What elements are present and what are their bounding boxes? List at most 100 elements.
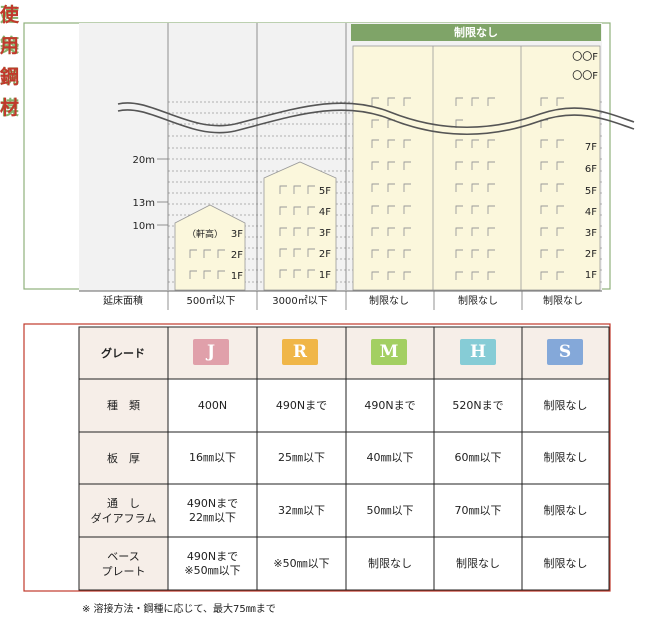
table-cell-line: 50㎜以下: [366, 503, 414, 517]
table-cell: 520Nまで: [434, 379, 522, 432]
top-floor-label: 〇〇F: [572, 51, 598, 63]
window-mark: [455, 205, 463, 214]
title-char: 築: [0, 35, 20, 57]
title-char: 規: [0, 66, 20, 88]
table-cell: 制限なし: [522, 432, 609, 484]
window-mark: [455, 249, 463, 258]
table-cell: 25㎜以下: [257, 432, 346, 484]
top-section-title: 建築規模: [0, 0, 19, 124]
bottom-section-title: 使用鋼材: [0, 0, 19, 124]
building-r-floor-label: 1F: [319, 270, 331, 281]
tall-floor-label: 3F: [585, 228, 597, 239]
tall-building-body: [352, 45, 601, 291]
window-mark: [487, 271, 495, 280]
window-mark: [217, 249, 225, 258]
window-mark: [403, 205, 411, 214]
window-mark: [217, 270, 225, 279]
row-header-line: ベース: [107, 549, 140, 563]
row-header-line: ダイアフラム: [90, 511, 157, 525]
window-mark: [471, 227, 479, 236]
window-mark: [279, 248, 287, 257]
window-mark: [403, 227, 411, 236]
table-cell: 70㎜以下: [434, 484, 522, 537]
row-header-line: 板 厚: [107, 451, 140, 465]
grade-badge-s: S: [547, 339, 583, 365]
window-mark: [203, 270, 211, 279]
bottom-frame: [23, 323, 611, 592]
window-mark: [540, 271, 548, 280]
no-limit-banner-text: 制限なし: [454, 25, 498, 39]
window-mark: [371, 161, 379, 170]
window-mark: [455, 183, 463, 192]
table-cell-line: 制限なし: [543, 556, 588, 570]
building-r: [263, 161, 337, 291]
window-mark: [371, 249, 379, 258]
table-cell-line: 制限なし: [543, 451, 588, 464]
window-mark: [471, 161, 479, 170]
window-mark: [387, 205, 395, 214]
top-floor-label: 〇〇F: [572, 70, 598, 82]
window-mark: [471, 139, 479, 148]
table-cell-line: 400N: [197, 398, 228, 412]
window-mark: [455, 139, 463, 148]
table-cell: 32㎜以下: [257, 484, 346, 537]
window-mark: [387, 227, 395, 236]
wave-line: [117, 102, 635, 129]
window-mark: [540, 139, 548, 148]
title-char: 模: [0, 97, 20, 119]
grade-badge-r: R: [282, 339, 318, 365]
table-cell: 60㎜以下: [434, 432, 522, 484]
table-cell: 490Nまで: [346, 379, 434, 432]
window-mark: [471, 249, 479, 258]
row-header-line: プレート: [101, 564, 146, 578]
window-mark: [387, 139, 395, 148]
table-cell-line: 制限なし: [368, 556, 412, 570]
footnote: ※ 溶接方法・鋼種に応じて、最大75㎜まで: [82, 604, 276, 615]
window-mark: [487, 97, 495, 106]
row-header: ベースプレート: [79, 537, 168, 590]
window-mark: [371, 139, 379, 148]
table-cell-line: 490Nまで: [186, 549, 239, 563]
tall-floor-label: 6F: [585, 164, 597, 175]
window-mark: [540, 227, 548, 236]
window-mark: [471, 183, 479, 192]
table-cell: 制限なし: [522, 537, 609, 590]
window-mark: [455, 271, 463, 280]
table-cell-line: 490Nまで: [275, 398, 328, 412]
grade-badge-j: J: [193, 339, 229, 365]
window-mark: [487, 205, 495, 214]
wave-line: [117, 109, 635, 136]
window-mark: [371, 119, 379, 128]
window-mark: [387, 249, 395, 258]
table-cell-line: 32㎜以下: [278, 503, 325, 517]
window-mark: [371, 205, 379, 214]
floor-area-value: 3000㎡以下: [272, 295, 327, 307]
title-char: 用: [0, 35, 20, 57]
window-mark: [293, 248, 301, 257]
window-mark: [403, 97, 411, 106]
window-mark: [371, 183, 379, 192]
title-char: 建: [0, 4, 20, 26]
tall-floor-label: 2F: [585, 249, 597, 260]
title-char: 使: [0, 4, 20, 26]
window-mark: [403, 183, 411, 192]
grade-header: グレード: [101, 346, 145, 360]
window-mark: [279, 185, 287, 194]
window-mark: [403, 249, 411, 258]
window-mark: [403, 139, 411, 148]
tall-floor-label: 4F: [585, 207, 597, 218]
tall-floor-label: 5F: [585, 186, 597, 197]
building-r-floor-label: 5F: [319, 186, 331, 197]
floor-area-value: 制限なし: [543, 294, 583, 307]
window-mark: [487, 227, 495, 236]
window-mark: [487, 183, 495, 192]
title-char: 材: [0, 97, 20, 119]
window-mark: [387, 161, 395, 170]
window-mark: [455, 97, 463, 106]
building-r-floor-label: 2F: [319, 249, 331, 260]
window-mark: [307, 185, 315, 194]
table-cell: 490Nまで※50㎜以下: [168, 537, 257, 590]
window-mark: [279, 269, 287, 278]
window-mark: [455, 161, 463, 170]
